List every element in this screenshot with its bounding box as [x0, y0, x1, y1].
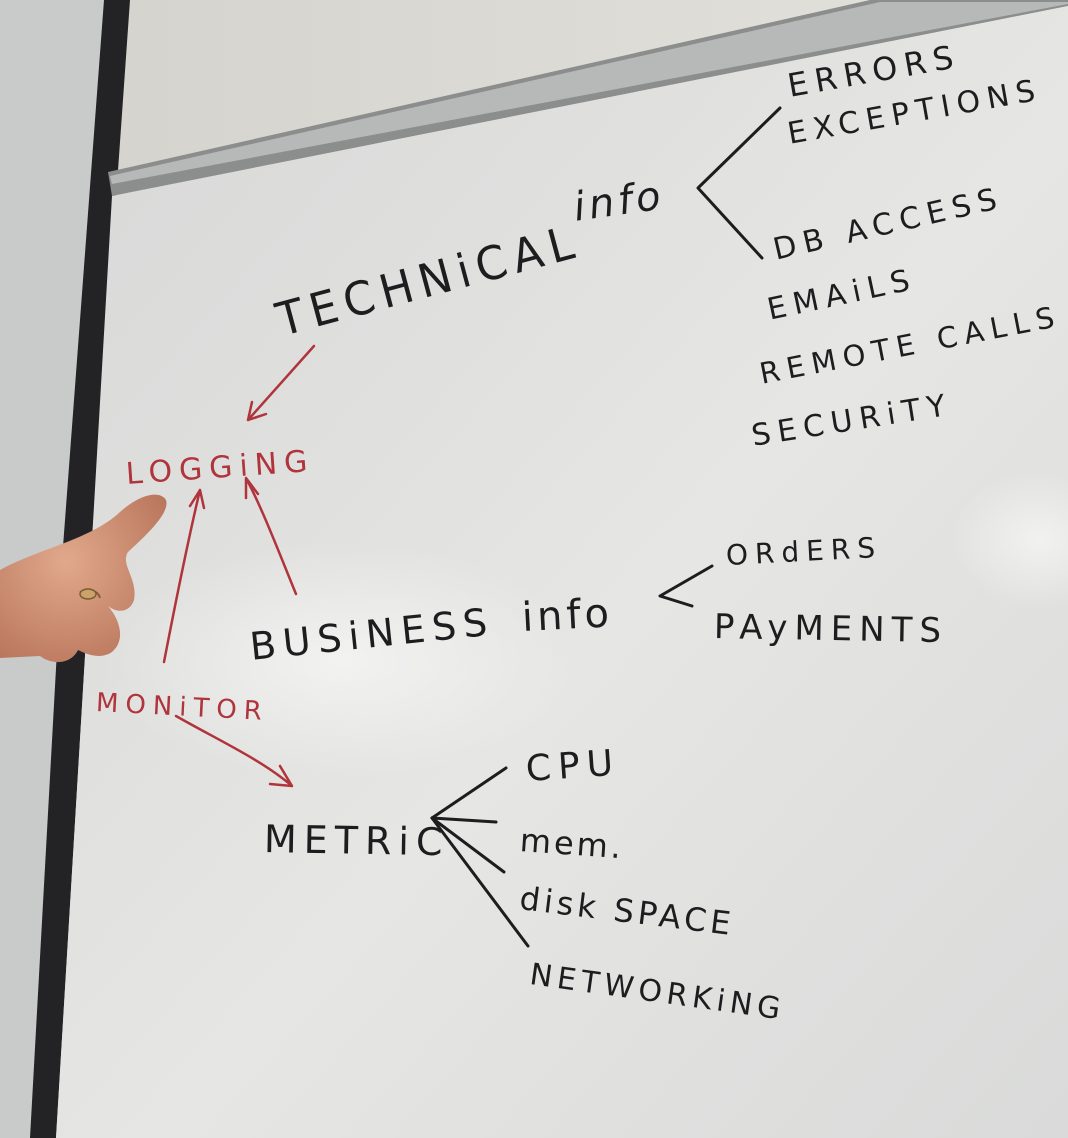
- arrow-monitor-to-metric: [174, 714, 294, 788]
- technical-info-bracket: [696, 106, 782, 260]
- metric-fan-disk: [430, 816, 506, 874]
- item-payments: PAyMENTS: [713, 607, 949, 652]
- board-top-rail-highlight: [110, 2, 1068, 184]
- metric-fan-mem: [430, 816, 498, 824]
- arrow-business-to-logging: [244, 476, 298, 596]
- item-orders: ORdERS: [725, 530, 883, 572]
- metric-fan-cpu: [430, 766, 508, 820]
- node-technical-info: info: [570, 172, 668, 231]
- node-business-info: info: [520, 590, 615, 641]
- light-glare-right: [950, 470, 1068, 610]
- item-cpu: CPU: [524, 742, 622, 790]
- arrow-technical-to-logging: [246, 344, 316, 422]
- metric-fan-networking: [430, 816, 530, 948]
- light-glare: [100, 540, 580, 780]
- node-metric: METRiC: [263, 817, 450, 865]
- board-surface: [56, 6, 1068, 1138]
- arrow-monitor-to-logging: [162, 488, 206, 664]
- business-info-bracket: [658, 564, 714, 608]
- pointing-hand: [0, 494, 167, 663]
- item-mem: mem.: [518, 821, 626, 867]
